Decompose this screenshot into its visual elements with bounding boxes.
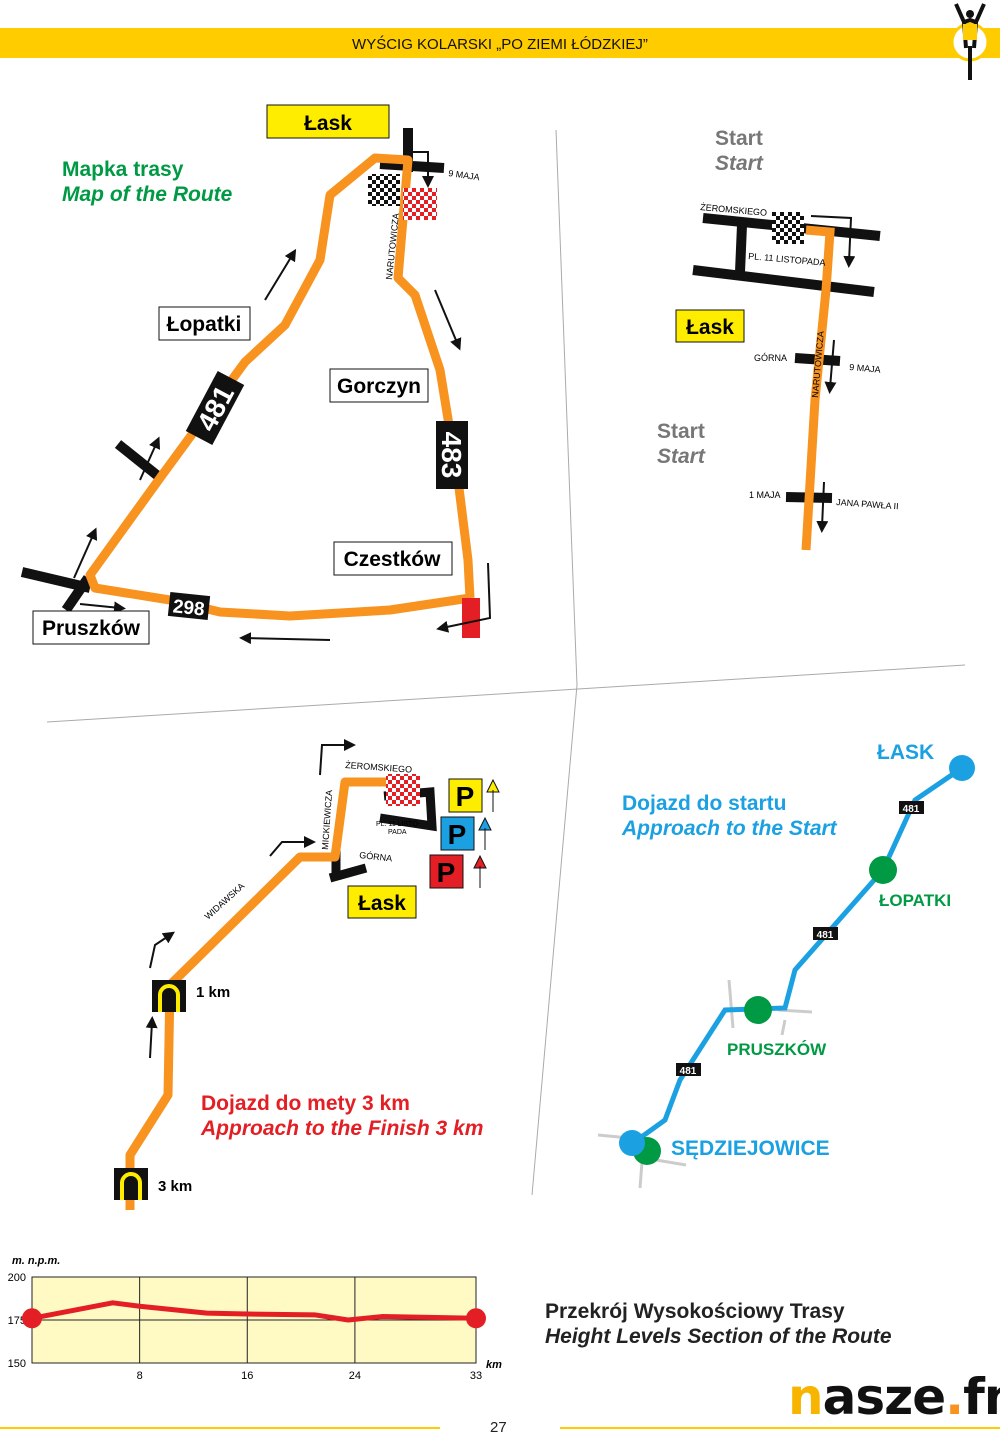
town-lopatki: Łopatki <box>158 306 251 341</box>
svg-text:9 MAJA: 9 MAJA <box>849 362 881 375</box>
x-tick-label: 8 <box>137 1370 143 1382</box>
finish-flag-icon <box>386 774 420 806</box>
svg-text:ŁASK: ŁASK <box>877 741 934 764</box>
parking-blue-icon: P <box>440 816 492 851</box>
direction-arrows <box>73 151 492 645</box>
route-map-title: Mapka trasy <box>62 158 184 181</box>
svg-text:Łopatki: Łopatki <box>167 313 242 336</box>
approach-title: Dojazd do startu <box>622 792 787 815</box>
svg-text:JANA PAWŁA II: JANA PAWŁA II <box>836 497 899 511</box>
road-shield-481: 481 <box>676 1063 701 1077</box>
svg-text:1 km: 1 km <box>196 984 230 1001</box>
elevation-end-dot <box>466 1308 486 1329</box>
route-map-subtitle: Map of the Route <box>62 183 233 206</box>
road-shield-481: 481 <box>899 801 924 815</box>
svg-text:Pruszków: Pruszków <box>42 617 141 640</box>
svg-text:298: 298 <box>172 596 206 620</box>
start-title-2: Start <box>657 420 705 443</box>
svg-text:3 km: 3 km <box>158 1178 192 1195</box>
finish-subtitle: Approach to the Finish 3 km <box>200 1117 483 1140</box>
town-lask-start: Łask <box>675 309 745 343</box>
town-lask: Łask <box>266 104 390 139</box>
town-pruszkow: Pruszków <box>32 610 150 645</box>
route-line <box>85 153 475 621</box>
place-lopatki-dot <box>869 856 897 884</box>
road-shield-298: 298 <box>167 591 211 621</box>
svg-text:Łask: Łask <box>304 112 352 135</box>
svg-text:1 MAJA: 1 MAJA <box>749 490 781 500</box>
start-flag-icon <box>772 212 804 244</box>
place-lask-dot <box>949 755 975 781</box>
place-pruszkow-dot <box>744 996 772 1024</box>
road-shield-481: 481 <box>813 927 838 941</box>
y-tick-label: 150 <box>8 1358 26 1370</box>
page-number: 27 <box>490 1419 507 1436</box>
start-map: Start Start Start Start Łask ŻEROMSKIEGO… <box>657 127 899 551</box>
profile-title: Przekrój Wysokościowy Trasy <box>545 1300 845 1323</box>
road-shield-481: 481 <box>185 370 245 446</box>
svg-text:SĘDZIEJOWICE: SĘDZIEJOWICE <box>671 1137 830 1160</box>
svg-text:PL. 11 LISTO-: PL. 11 LISTO- <box>376 821 421 828</box>
approach-subtitle: Approach to the Start <box>621 817 838 840</box>
svg-text:483: 483 <box>436 432 467 479</box>
distance-marker-3km-icon <box>114 1168 148 1200</box>
x-tick-label: 33 <box>470 1370 482 1382</box>
svg-text:ŁOPATKI: ŁOPATKI <box>879 891 951 910</box>
header-title: WYŚCIG KOLARSKI „PO ZIEMI ŁÓDZKIEJ” <box>352 36 648 53</box>
svg-text:481: 481 <box>817 930 834 941</box>
y-tick-label: 175 <box>8 1315 26 1327</box>
start-flag-icon <box>368 174 400 206</box>
finish-map: 1 km 3 km ŻEROMSKIEGO MICKIEWICZA PL. 11… <box>114 739 500 1210</box>
y-axis-label: m. n.p.m. <box>12 1255 60 1267</box>
svg-text:P: P <box>437 857 456 888</box>
route-map: Mapka trasy Map of the Route 481 483 298… <box>20 104 492 645</box>
svg-text:PADA: PADA <box>388 829 407 836</box>
svg-text:Czestków: Czestków <box>344 548 442 571</box>
svg-text:481: 481 <box>903 804 920 815</box>
finish-route-line <box>125 777 390 1210</box>
svg-text:GÓRNA: GÓRNA <box>359 850 393 863</box>
y-tick-label: 200 <box>8 1272 26 1284</box>
svg-text:481: 481 <box>680 1066 697 1077</box>
header-bar <box>0 28 1000 58</box>
road-shield-483: 483 <box>436 421 468 489</box>
finish-marker <box>462 598 480 638</box>
town-gorczyn: Gorczyn <box>329 368 429 403</box>
svg-text:Łask: Łask <box>686 316 734 339</box>
svg-text:MICKIEWICZA: MICKIEWICZA <box>320 790 334 851</box>
town-lask-finish: Łask <box>347 885 417 919</box>
x-tick-label: 16 <box>241 1370 253 1382</box>
parking-yellow-icon: P <box>448 778 500 813</box>
elevation-chart: m. n.p.m. km 8 16 24 33 200 175 150 <box>8 1255 502 1382</box>
elevation-start-dot <box>22 1308 42 1329</box>
divider-horizontal <box>46 664 966 723</box>
distance-marker-1km-icon <box>152 980 186 1012</box>
x-tick-label: 24 <box>349 1370 361 1382</box>
town-czestkow: Czestków <box>333 541 453 576</box>
approach-route-line <box>631 765 964 1146</box>
divider-vertical <box>531 129 578 1196</box>
nasze-fm-logo: nasze.fm <box>788 1368 1000 1426</box>
cyclist-logo-icon <box>950 3 990 80</box>
parking-red-icon: P <box>429 854 487 889</box>
start-subtitle: Start <box>715 152 764 175</box>
svg-text:P: P <box>448 819 467 850</box>
profile-subtitle: Height Levels Section of the Route <box>545 1325 892 1348</box>
finish-flag-icon <box>403 188 437 220</box>
start-subtitle-2: Start <box>657 445 706 468</box>
svg-text:PRUSZKÓW: PRUSZKÓW <box>727 1040 827 1059</box>
approach-map: 481 481 481 Dojazd do startu Approach to… <box>597 741 975 1189</box>
svg-text:PL. 11 LISTOPADA: PL. 11 LISTOPADA <box>748 251 826 268</box>
street-9-maja: 9 MAJA <box>448 168 481 182</box>
svg-text:Gorczyn: Gorczyn <box>337 375 421 398</box>
svg-text:GÓRNA: GÓRNA <box>754 353 787 363</box>
svg-text:ŻEROMSKIEGO: ŻEROMSKIEGO <box>345 760 413 775</box>
svg-text:P: P <box>456 781 475 812</box>
start-title: Start <box>715 127 763 150</box>
x-axis-label: km <box>486 1359 502 1371</box>
elevation-line <box>31 1300 477 1323</box>
finish-title: Dojazd do mety 3 km <box>201 1092 410 1115</box>
start-route-line <box>801 225 835 551</box>
svg-text:Łask: Łask <box>358 892 406 915</box>
